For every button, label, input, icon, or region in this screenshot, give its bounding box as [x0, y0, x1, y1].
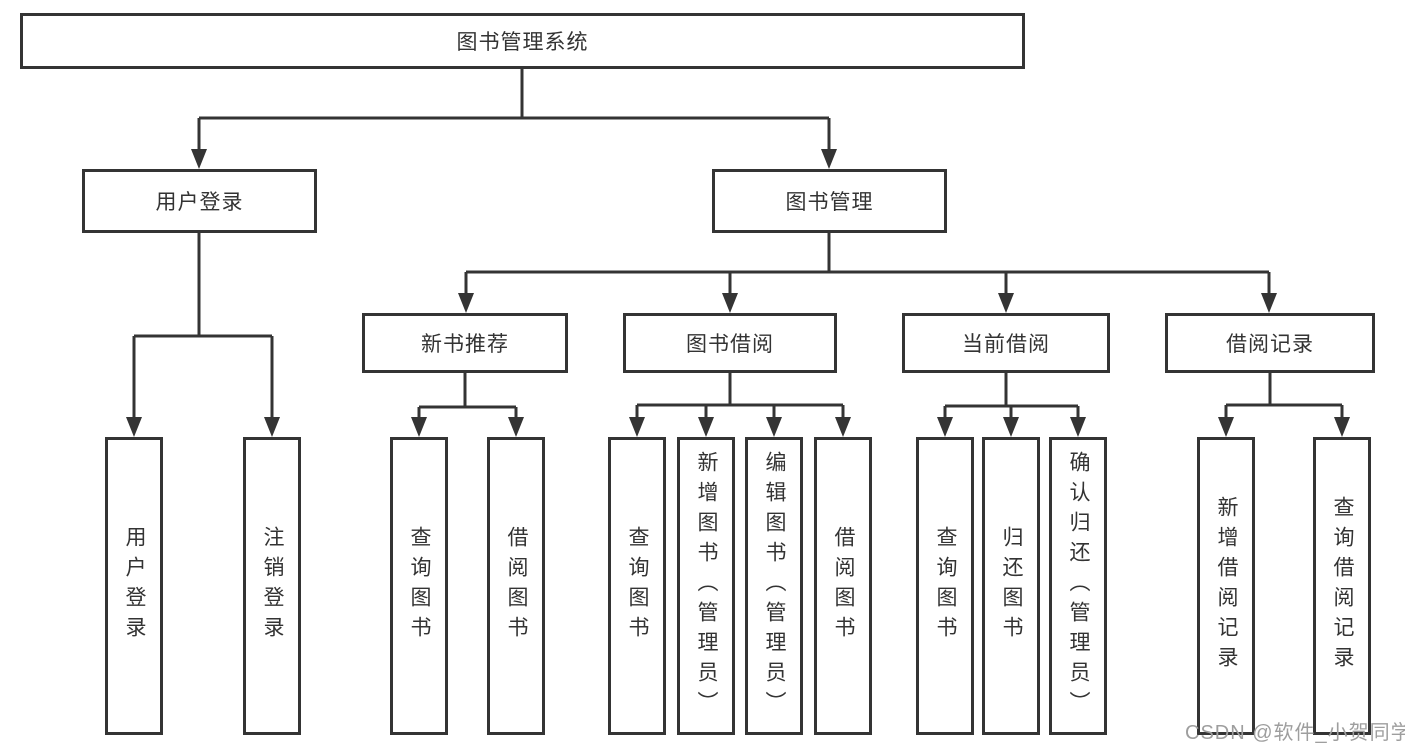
leaf-query-books-1-label: 查询图书 [408, 526, 431, 646]
node-book-management-label: 图书管理 [785, 191, 874, 214]
leaf-query-borrow-record: 查询借阅记录 [1313, 437, 1371, 735]
csdn-watermark: CSDN @软件_小贺同学 [1185, 722, 1405, 744]
leaf-borrow-books-1-label: 借阅图书 [505, 526, 528, 646]
leaf-add-borrow-record-label: 新增借阅记录 [1215, 496, 1238, 676]
node-current-borrow-label: 当前借阅 [962, 333, 1050, 356]
leaf-return-books: 归还图书 [982, 437, 1040, 735]
leaf-borrow-books-1: 借阅图书 [487, 437, 545, 735]
leaf-add-books-admin: 新增图书（管理员） [677, 437, 735, 735]
connector-current-borrow-children [937, 373, 1086, 437]
leaf-add-borrow-record: 新增借阅记录 [1197, 437, 1255, 735]
leaf-confirm-return-admin: 确认归还（管理员） [1049, 437, 1107, 735]
node-user-login-label: 用户登录 [155, 191, 244, 214]
leaf-query-books-3-label: 查询图书 [934, 526, 957, 646]
node-root-label: 图书管理系统 [456, 31, 589, 54]
leaf-query-books-3: 查询图书 [916, 437, 974, 735]
leaf-return-books-label: 归还图书 [1000, 526, 1023, 646]
leaf-confirm-return-admin-label: 确认归还（管理员） [1067, 451, 1090, 721]
leaf-query-borrow-record-label: 查询借阅记录 [1331, 496, 1354, 676]
leaf-edit-books-admin: 编辑图书（管理员） [745, 437, 803, 735]
connector-root-to-level2 [191, 69, 837, 169]
node-borrow-record-label: 借阅记录 [1226, 333, 1314, 356]
node-user-login: 用户登录 [82, 169, 317, 233]
node-book-management: 图书管理 [712, 169, 947, 233]
leaf-query-books-2-label: 查询图书 [626, 526, 649, 646]
connector-new-book-children [411, 373, 524, 437]
node-book-borrow-label: 图书借阅 [686, 333, 774, 356]
leaf-query-books-2: 查询图书 [608, 437, 666, 735]
node-current-borrow: 当前借阅 [902, 313, 1110, 373]
leaf-user-login-label: 用户登录 [123, 526, 146, 646]
leaf-logout: 注销登录 [243, 437, 301, 735]
leaf-add-books-admin-label: 新增图书（管理员） [695, 451, 718, 721]
node-borrow-record: 借阅记录 [1165, 313, 1375, 373]
connector-user-login-children [126, 233, 280, 437]
connector-borrow-record-children [1218, 373, 1350, 437]
node-new-book-recommend-label: 新书推荐 [421, 333, 509, 356]
node-new-book-recommend: 新书推荐 [362, 313, 568, 373]
leaf-user-login: 用户登录 [105, 437, 163, 735]
leaf-query-books-1: 查询图书 [390, 437, 448, 735]
leaf-edit-books-admin-label: 编辑图书（管理员） [763, 451, 786, 721]
node-root-system: 图书管理系统 [20, 13, 1025, 69]
connector-book-borrow-children [629, 373, 851, 437]
connector-book-mgmt-to-level3 [458, 233, 1277, 313]
leaf-logout-label: 注销登录 [261, 526, 284, 646]
node-book-borrow: 图书借阅 [623, 313, 837, 373]
leaf-borrow-books-2-label: 借阅图书 [832, 526, 855, 646]
leaf-borrow-books-2: 借阅图书 [814, 437, 872, 735]
